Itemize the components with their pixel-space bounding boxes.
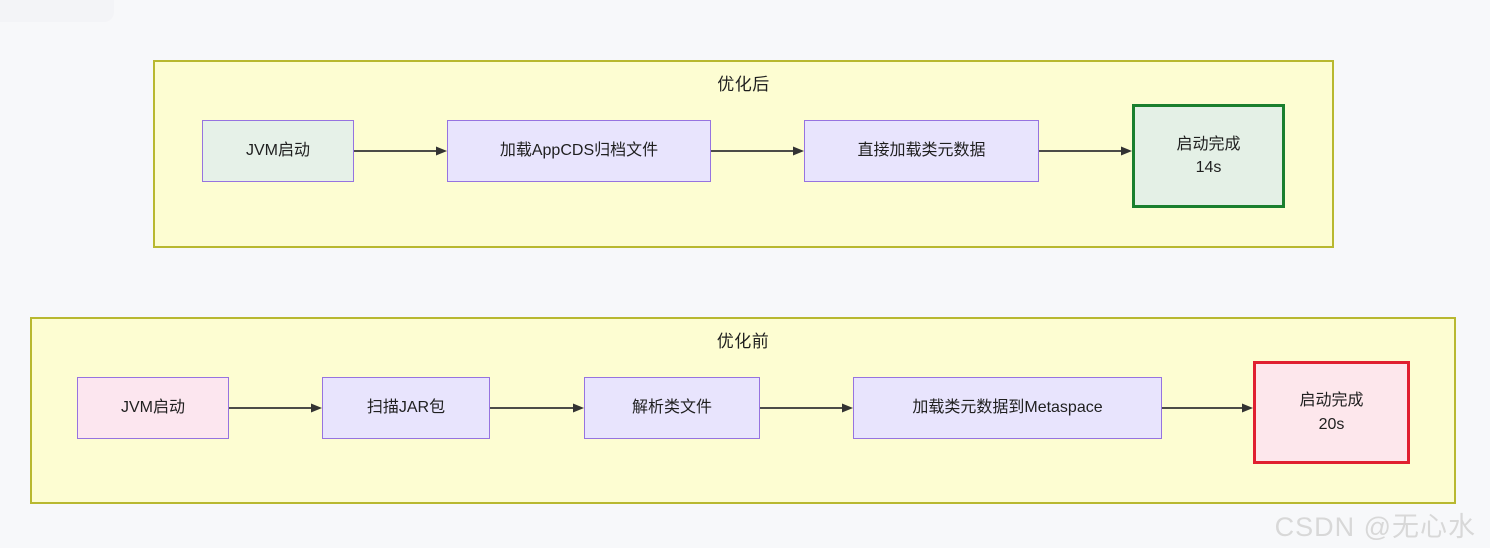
node-before-scan-jar[interactable]: 扫描JAR包 xyxy=(322,377,490,439)
node-before-startup-complete[interactable]: 启动完成 20s xyxy=(1253,361,1410,464)
group-after-title: 优化后 xyxy=(717,75,770,94)
group-after-optimization: 优化后 JVM启动 加载AppCDS归档文件 直接加载类元数据 xyxy=(153,60,1334,248)
node-before-parse-class-files[interactable]: 解析类文件 xyxy=(584,377,760,439)
node-duration: 14s xyxy=(1195,159,1222,176)
node-label: 启动完成 xyxy=(1176,135,1241,153)
arrow-after-2 xyxy=(711,145,804,157)
node-label: 启动完成 xyxy=(1299,392,1364,410)
arrow-before-2 xyxy=(490,402,584,414)
arrow-before-1 xyxy=(229,402,322,414)
node-label: JVM启动 xyxy=(120,399,185,417)
background-panel-artifact xyxy=(0,0,114,22)
arrow-after-3 xyxy=(1039,145,1132,157)
node-label: 扫描JAR包 xyxy=(366,399,446,417)
node-before-load-metadata-to-metaspace[interactable]: 加载类元数据到Metaspace xyxy=(853,377,1162,439)
node-before-jvm-start[interactable]: JVM启动 xyxy=(77,377,229,439)
node-label: 加载类元数据到Metaspace xyxy=(912,399,1103,417)
group-before-title: 优化前 xyxy=(716,332,770,351)
node-after-jvm-start[interactable]: JVM启动 xyxy=(202,120,354,182)
node-after-startup-complete[interactable]: 启动完成 14s xyxy=(1132,104,1285,208)
node-label: 解析类文件 xyxy=(631,399,712,417)
watermark: CSDN @无心水 xyxy=(1274,512,1476,542)
group-before-optimization: 优化前 JVM启动 扫描JAR包 解析类文件 xyxy=(30,317,1456,504)
node-after-load-class-metadata[interactable]: 直接加载类元数据 xyxy=(804,120,1039,182)
node-label: 加载AppCDS归档文件 xyxy=(499,142,659,160)
arrow-after-1 xyxy=(354,145,447,157)
arrow-before-4 xyxy=(1162,402,1253,414)
node-after-load-appcds-archive[interactable]: 加载AppCDS归档文件 xyxy=(447,120,711,182)
node-label: JVM启动 xyxy=(245,142,310,160)
node-duration: 20s xyxy=(1318,415,1345,433)
arrow-before-3 xyxy=(760,402,853,414)
node-label: 直接加载类元数据 xyxy=(857,142,986,160)
